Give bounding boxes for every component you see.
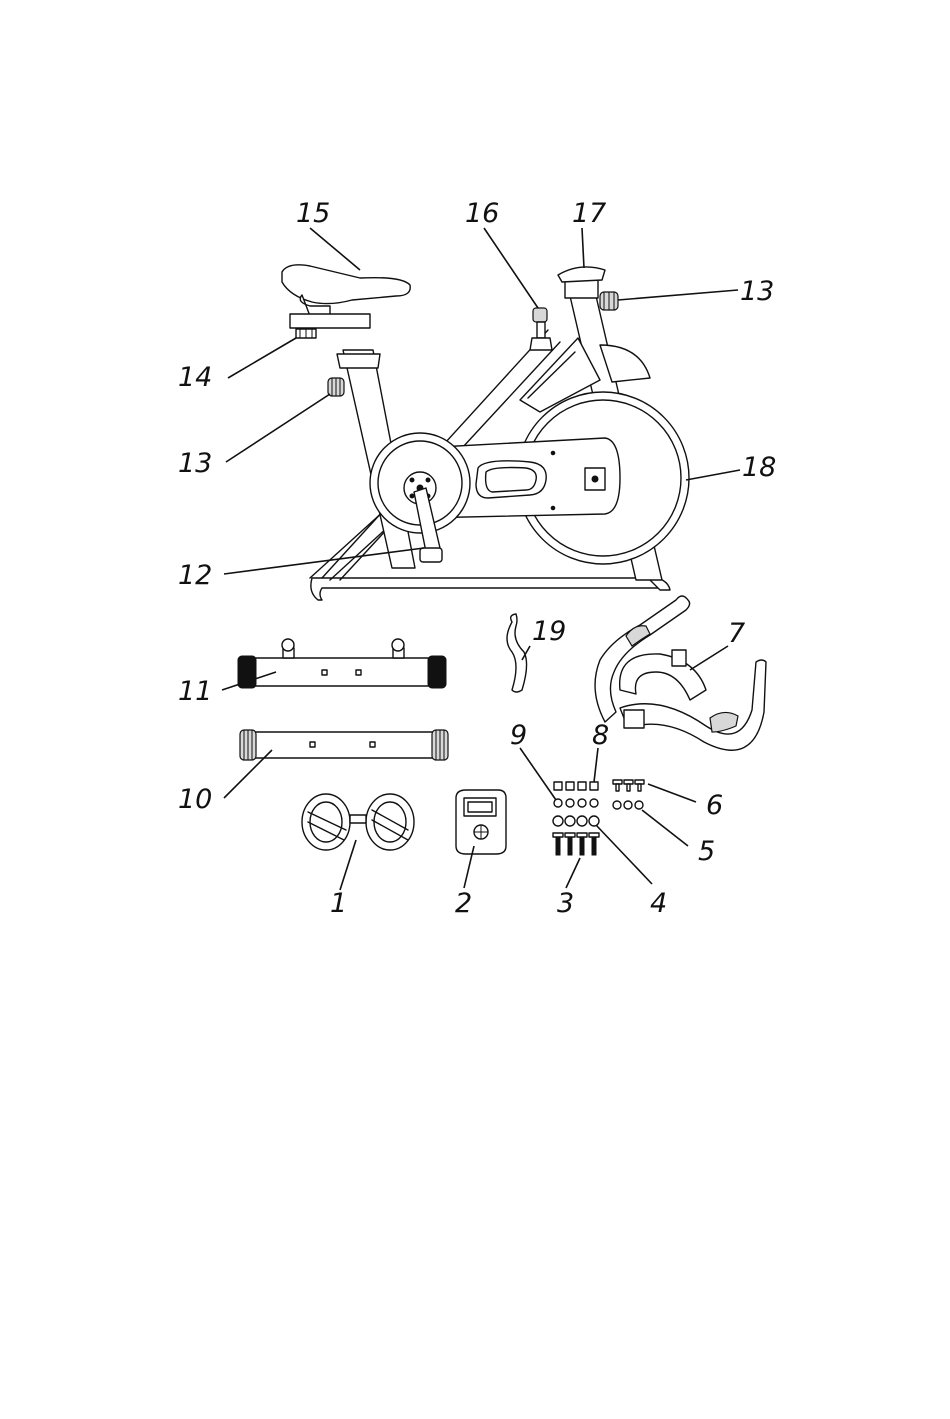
label-part-6: 6 bbox=[706, 790, 723, 821]
label-part-2: 2 bbox=[455, 888, 472, 919]
pedals-part-1 bbox=[302, 794, 414, 850]
handlebar-adjust-knob-part-13 bbox=[600, 292, 618, 310]
label-part-18: 18 bbox=[742, 452, 776, 483]
label-part-9: 9 bbox=[510, 720, 527, 751]
label-part-1: 1 bbox=[330, 888, 347, 919]
saddle-part-15 bbox=[282, 265, 410, 316]
label-part-4: 4 bbox=[650, 888, 667, 919]
hardware-nuts-part-8 bbox=[554, 782, 598, 790]
label-part-19: 19 bbox=[532, 616, 566, 647]
label-part-5: 5 bbox=[698, 836, 715, 867]
console-part-2 bbox=[456, 790, 506, 854]
hardware-washers-part-5 bbox=[613, 801, 643, 809]
hardware-washers-part-9 bbox=[554, 799, 598, 807]
label-part-8: 8 bbox=[592, 720, 609, 751]
label-part-3: 3 bbox=[557, 888, 574, 919]
label-part-13-right: 13 bbox=[740, 276, 774, 307]
seat-adjust-knob-part-13 bbox=[328, 378, 344, 396]
hardware-washers-part-4 bbox=[553, 816, 599, 826]
hardware-bolts-part-6 bbox=[613, 780, 644, 791]
label-part-14: 14 bbox=[178, 362, 212, 393]
seat-slider-part-14 bbox=[290, 314, 370, 338]
label-part-17: 17 bbox=[572, 198, 606, 229]
tension-knob-part-16 bbox=[530, 308, 552, 350]
label-part-15: 15 bbox=[296, 198, 330, 229]
hardware-bolts-part-3 bbox=[553, 833, 599, 855]
label-part-16: 16 bbox=[465, 198, 499, 229]
connecting-tube-part-19 bbox=[507, 614, 527, 692]
label-part-7: 7 bbox=[728, 618, 745, 649]
label-part-12: 12 bbox=[178, 560, 212, 591]
label-part-13-left: 13 bbox=[178, 448, 212, 479]
label-part-11: 11 bbox=[178, 676, 212, 707]
front-stabilizer-part-10 bbox=[240, 730, 448, 760]
label-part-10: 10 bbox=[178, 784, 212, 815]
rear-stabilizer-part-11 bbox=[238, 639, 446, 688]
